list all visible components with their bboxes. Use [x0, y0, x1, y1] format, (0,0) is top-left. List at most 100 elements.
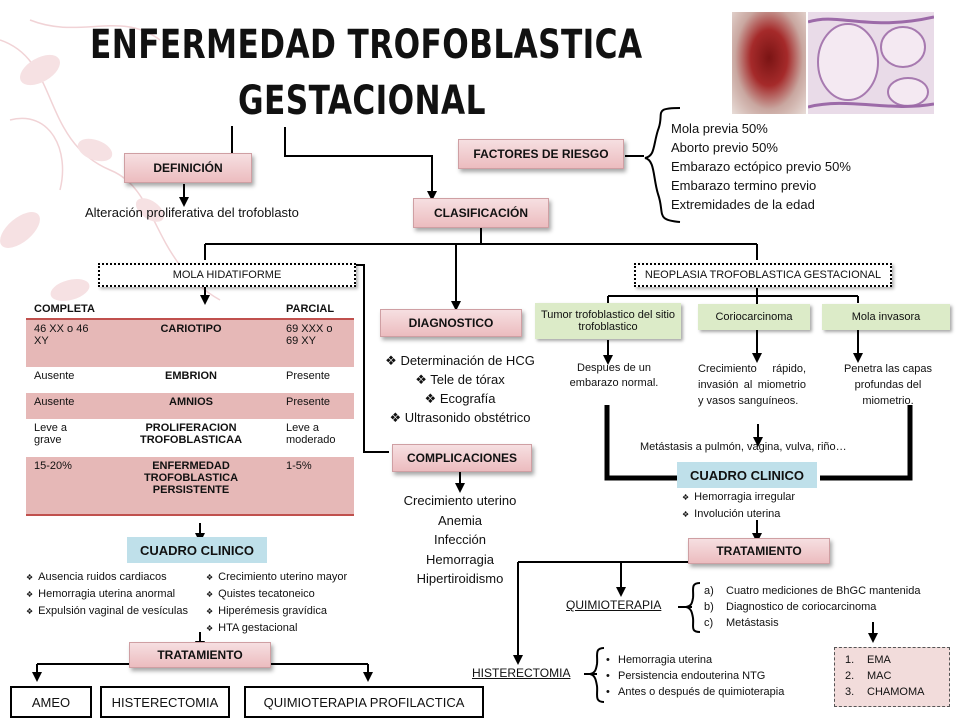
ntg-cuadro-list: Hemorragia irregular Involución uterina: [682, 489, 795, 523]
symptom-item: Hemorragia uterina anormal: [26, 586, 188, 603]
complicacion-item: Hipertiroidismo: [416, 571, 504, 586]
table-header-cell: [104, 300, 278, 320]
definicion-text: Alteración proliferativa del trofoblasto: [85, 205, 299, 220]
table-header-row: COMPLETA PARCIAL: [26, 300, 354, 320]
ntg-symptom-item: Hemorragia irregular: [682, 489, 795, 506]
table-cell: 46 XX o 46 XY: [34, 323, 89, 347]
histerectomia-indication: Persistencia endouterina NTG: [618, 670, 766, 682]
quimioterapia-label: QUIMIOTERAPIA: [566, 598, 662, 612]
factor-item: Embarazo ectópico previo 50%: [671, 159, 851, 174]
symptom-item: Ausencia ruidos cardiacos: [26, 569, 188, 586]
factores-box: FACTORES DE RIESGO: [458, 139, 624, 169]
factor-item: Extremidades de la edad: [671, 197, 815, 212]
table-cell: EMBRION: [165, 370, 217, 382]
table-row: Ausente EMBRION Presente: [26, 367, 354, 393]
list-marker: c): [704, 617, 714, 629]
coriocarcinoma-desc: Crecimiento rápido, invasión al miometri…: [698, 363, 806, 407]
ntg-symptom-item: Involución uterina: [682, 506, 795, 523]
diagnostico-item: Ecografía: [439, 391, 496, 406]
diamond-bullet-icon: ❖: [385, 353, 401, 368]
tumor-sitio-desc: Despues de un embarazo normal.: [569, 362, 659, 389]
complicaciones-list: Crecimiento uterino Anemia Infección Hem…: [380, 491, 540, 589]
diamond-bullet-icon: ❖: [415, 372, 431, 387]
regimen-item: MAC: [867, 670, 892, 682]
mola-cuadro-right-list: Crecimiento uterino mayor Quistes tecato…: [206, 569, 347, 637]
bullet-dot-icon: •: [606, 686, 610, 698]
table-cell: Ausente: [34, 396, 75, 408]
list-marker: 3.: [845, 686, 855, 698]
table-row: 46 XX o 46 XY CARIOTIPO 69 XXX o 69 XY: [26, 319, 354, 367]
symptom-item: Crecimiento uterino mayor: [206, 569, 347, 586]
neoplasia-box: NEOPLASIA TROFOBLASTICA GESTACIONAL: [634, 263, 892, 287]
symptom-item: Quistes tecatoneico: [206, 586, 347, 603]
list-marker: 2.: [845, 670, 855, 682]
ntg-tratamiento-box: TRATAMIENTO: [688, 538, 830, 564]
table-cell: Presente: [286, 396, 331, 408]
factores-list: Mola previa 50% Aborto previo 50% Embara…: [671, 119, 851, 214]
table-cell: 69 XXX o 69 XY: [286, 323, 333, 347]
table-cell: Presente: [286, 370, 331, 382]
coriocarcinoma-box: Coriocarcinoma: [698, 304, 810, 330]
mola-cuadro-clinico-box: CUADRO CLINICO: [127, 537, 267, 563]
table-cell: 15-20%: [34, 460, 72, 472]
tumor-sitio-box: Tumor trofoblastico del sitio trofoblast…: [535, 303, 681, 339]
diagnostico-box: DIAGNOSTICO: [380, 309, 522, 337]
title-line-2: GESTACIONAL: [238, 78, 486, 124]
mola-invasora-desc: Penetra las capas profundas del miometri…: [843, 363, 933, 407]
treatment-quimioterapia-profilactica: QUIMIOTERAPIA PROFILACTICA: [244, 686, 484, 718]
complicaciones-box: COMPLICACIONES: [392, 444, 532, 472]
metastasis-text: Metástasis a pulmón, vagina, vulva, riño…: [640, 441, 847, 453]
table-cell: Leve a moderado: [286, 422, 336, 446]
list-marker: 1.: [845, 654, 855, 666]
list-marker: a): [704, 585, 714, 597]
mole-specimen-photo: [732, 12, 806, 114]
diagnostico-item: Tele de tórax: [430, 372, 505, 387]
table-cell: PROLIFERACION TROFOBLASTICAA: [139, 422, 243, 446]
histerectomia-indication: Antes o después de quimioterapia: [618, 686, 785, 698]
quimio-indication: Cuatro mediciones de BhGC mantenida: [726, 585, 921, 597]
mola-tratamiento-box: TRATAMIENTO: [129, 642, 271, 668]
treatment-histerectomia: HISTERECTOMIA: [100, 686, 230, 718]
table-cell: AMNIOS: [169, 396, 213, 408]
definicion-box: DEFINICIÓN: [124, 153, 252, 183]
table-cell: 1-5%: [286, 460, 312, 472]
regimen-item: CHAMOMA: [867, 686, 925, 698]
diamond-bullet-icon: ❖: [389, 410, 405, 425]
title-line-1: ENFERMEDAD TROFOBLASTICA: [90, 22, 643, 68]
bullet-dot-icon: •: [606, 670, 610, 682]
complicacion-item: Crecimiento uterino: [403, 493, 517, 508]
clasificacion-box: CLASIFICACIÓN: [413, 198, 549, 228]
mola-cuadro-left-list: Ausencia ruidos cardiacos Hemorragia ute…: [26, 569, 188, 620]
histology-photo: [808, 12, 934, 114]
list-marker: b): [704, 601, 714, 613]
complicacion-item: Anemia: [437, 512, 483, 528]
regimen-box: 1. EMA 2. MAC 3. CHAMOMA: [834, 647, 950, 707]
table-cell: Leve a grave: [34, 422, 68, 446]
symptom-item: HTA gestacional: [206, 620, 347, 637]
table-header-cell: COMPLETA: [26, 300, 104, 320]
table-cell: ENFERMEDAD TROFOBLASTICA PERSISTENTE: [143, 460, 239, 496]
histerectomia-label: HISTERECTOMIA: [472, 666, 571, 680]
treatment-ameo: AMEO: [10, 686, 92, 718]
regimen-item: EMA: [867, 654, 891, 666]
table-row: Ausente AMNIOS Presente: [26, 393, 354, 419]
table-header-cell: PARCIAL: [278, 300, 354, 320]
mola-comparison-table: COMPLETA PARCIAL 46 XX o 46 XY CARIOTIPO…: [26, 300, 354, 516]
diagnostico-item: Ultrasonido obstétrico: [404, 410, 531, 425]
histerectomia-indications-list: • Hemorragia uterina • Persistencia endout…: [606, 652, 784, 700]
factor-item: Embarazo termino previo: [671, 178, 817, 193]
symptom-item: Expulsión vaginal de vesículas: [26, 603, 188, 620]
quimio-indication: Metástasis: [726, 617, 779, 629]
symptom-item: Hiperémesis gravídica: [206, 603, 347, 620]
factor-item: Aborto previo 50%: [671, 140, 778, 155]
floral-watermark: [0, 19, 221, 301]
histerectomia-indication: Hemorragia uterina: [618, 654, 713, 666]
complicacion-item: Infección: [433, 532, 487, 547]
diamond-bullet-icon: ❖: [424, 391, 440, 406]
factor-item: Mola previa 50%: [671, 121, 768, 136]
ntg-cuadro-clinico-box: CUADRO CLINICO: [677, 462, 817, 488]
quimio-indications-list: a) Cuatro mediciones de BhGC mantenida b)…: [704, 583, 920, 631]
table-row: 15-20% ENFERMEDAD TROFOBLASTICA PERSISTE…: [26, 457, 354, 515]
complicacion-item: Hemorragia: [426, 551, 494, 567]
